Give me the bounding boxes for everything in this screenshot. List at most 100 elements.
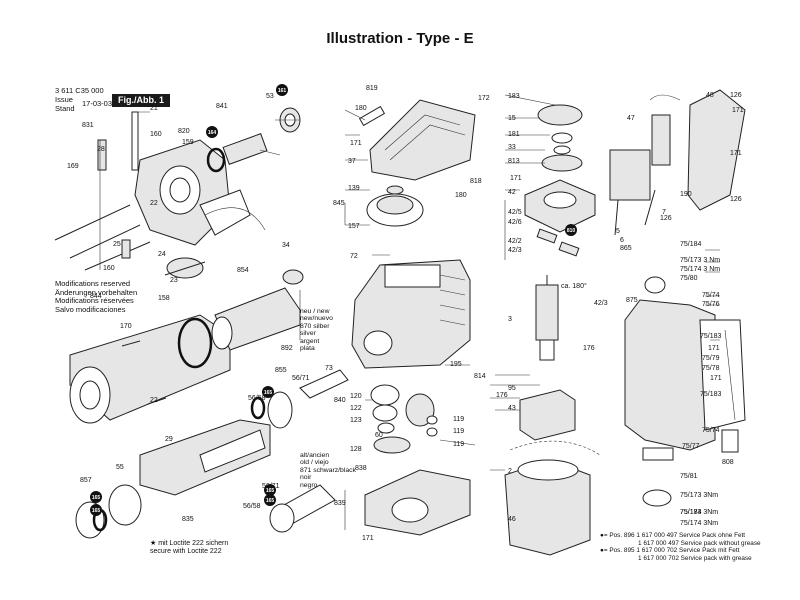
part-badge-label: 165 bbox=[92, 495, 101, 501]
main-handle bbox=[624, 299, 716, 451]
loctite-note-line: secure with Loctite 222 bbox=[150, 548, 222, 555]
part-badge-label: 165 bbox=[266, 488, 275, 494]
bolt bbox=[69, 224, 141, 259]
part-label: 808 bbox=[722, 459, 734, 466]
part-label: 831 bbox=[82, 122, 94, 129]
part-label: 195 bbox=[450, 361, 462, 368]
leader bbox=[490, 374, 540, 471]
part-label: 170 bbox=[120, 323, 132, 330]
bearing-small bbox=[426, 427, 438, 437]
part-label: 169 bbox=[67, 163, 79, 170]
brush-holder bbox=[558, 241, 580, 257]
part-label: 75/173 3Nm bbox=[680, 509, 718, 516]
part-label: 75/184 bbox=[680, 241, 702, 248]
part-label: 73 bbox=[325, 365, 333, 372]
part-label: 3 bbox=[508, 316, 512, 323]
part-label: 56/58 bbox=[243, 503, 261, 510]
part-badge: 810 bbox=[565, 224, 577, 236]
part-number: 3 611 C35 000 bbox=[55, 86, 104, 95]
part-label: 123 bbox=[350, 417, 362, 424]
part-label: 119 bbox=[453, 428, 464, 435]
part-label: 160 bbox=[103, 265, 115, 272]
part-label: 171 bbox=[708, 345, 720, 352]
part-label: 42/5 bbox=[508, 209, 522, 216]
rod-eye bbox=[269, 503, 295, 533]
part-label: 171 bbox=[510, 175, 522, 182]
part-label: 157 bbox=[348, 223, 360, 230]
disc bbox=[541, 154, 583, 172]
gearhead-group bbox=[54, 107, 301, 279]
part-badge-label: 165 bbox=[92, 508, 101, 514]
housing-fins bbox=[439, 274, 466, 326]
cable bbox=[649, 94, 681, 101]
bearing bbox=[551, 132, 573, 144]
pin bbox=[131, 111, 139, 171]
part-label: 190 bbox=[680, 191, 692, 198]
part-badge: 165 bbox=[264, 484, 276, 496]
electronics-group bbox=[609, 89, 746, 236]
part-label: 820 bbox=[178, 128, 190, 135]
part-label: 75/183 bbox=[700, 333, 722, 340]
crank-gear bbox=[373, 436, 411, 454]
wire-leads bbox=[509, 440, 601, 456]
bearing-small bbox=[426, 415, 438, 425]
lever-loop bbox=[204, 207, 266, 231]
part-label: 75/74 bbox=[702, 292, 720, 299]
bearing-flange-bore bbox=[543, 191, 577, 209]
bolt bbox=[54, 204, 131, 241]
spring bbox=[97, 139, 107, 171]
part-label: 25 bbox=[113, 241, 121, 248]
part-label: 819 bbox=[366, 85, 378, 92]
part-label: 160 bbox=[150, 131, 162, 138]
part-label: 23 bbox=[170, 277, 178, 284]
part-label: 33 bbox=[508, 144, 516, 151]
service-pack-line: 1 617 000 702 Service pack with grease bbox=[638, 554, 752, 562]
part-badge-label: 161 bbox=[278, 88, 287, 94]
part-label: 126 bbox=[660, 215, 672, 222]
part-label: 875 bbox=[626, 297, 638, 304]
part-badge-circle bbox=[264, 494, 276, 506]
service-pack-line: ●= Pos. 895 1 617 000 702 Service Pack m… bbox=[600, 547, 740, 555]
part-label: 34 bbox=[282, 242, 290, 249]
part-label: 22 bbox=[150, 200, 158, 207]
bearing bbox=[370, 384, 400, 406]
part-label: 22 bbox=[150, 397, 158, 404]
o-ring bbox=[177, 317, 213, 369]
part-label: 122 bbox=[350, 405, 362, 412]
part-label: 42 bbox=[508, 189, 516, 196]
part-label: 172 bbox=[478, 95, 490, 102]
handle-grip bbox=[699, 319, 746, 431]
part-label: 21 bbox=[150, 105, 158, 112]
ring bbox=[108, 484, 142, 526]
gear-wheel bbox=[405, 393, 435, 427]
part-label: 37 bbox=[348, 158, 356, 165]
loctite-note-line: ★ mit Loctite 222 sichern bbox=[150, 540, 229, 547]
issue-date: 17-03-03 bbox=[82, 99, 113, 108]
field-coil bbox=[519, 389, 576, 441]
crank-housing-group bbox=[351, 259, 471, 536]
modification-line: Änderungen vorbehalten bbox=[55, 287, 138, 297]
part-label: 7 bbox=[662, 209, 666, 216]
part-badge-label: 164 bbox=[208, 130, 217, 136]
part-label: 865 bbox=[620, 245, 632, 252]
part-label: 171 bbox=[732, 107, 744, 114]
bolt bbox=[84, 241, 151, 271]
impact-sleeve bbox=[267, 391, 293, 429]
part-label: ca. 180° bbox=[561, 282, 587, 290]
part-label: 171 bbox=[710, 375, 722, 382]
cap-block bbox=[642, 447, 674, 461]
part-label: 75/81 bbox=[680, 473, 698, 480]
part-label: 119 bbox=[453, 441, 464, 448]
part-label: 119 bbox=[453, 416, 464, 423]
part-badge-label: 165 bbox=[266, 498, 275, 504]
part-label: 854 bbox=[237, 267, 249, 274]
switch bbox=[651, 114, 671, 166]
part-label: 839 bbox=[334, 500, 346, 507]
tube-bore bbox=[79, 380, 101, 410]
part-label: 56/58 bbox=[248, 395, 266, 402]
part-label: 183 bbox=[508, 93, 520, 100]
piston bbox=[199, 429, 266, 473]
part-label: 42/3 bbox=[508, 247, 522, 254]
fan-cap bbox=[537, 104, 583, 126]
